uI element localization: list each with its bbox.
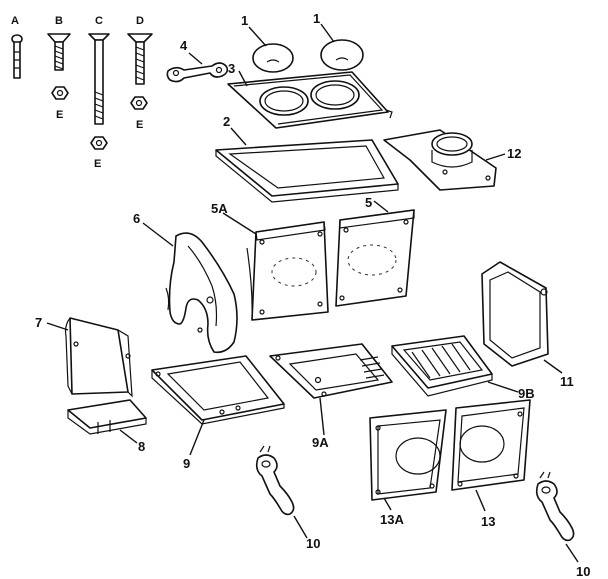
callout-5: 5 xyxy=(365,195,372,210)
part-11-front-frame xyxy=(481,261,549,367)
callout-2: 2 xyxy=(223,114,230,129)
callout-10-right: 10 xyxy=(576,564,590,579)
callout-9A: 9A xyxy=(312,435,329,450)
part-1-lid-right xyxy=(320,39,364,71)
part-6-side-casting xyxy=(165,232,238,354)
part-5A-side-panel xyxy=(246,221,329,321)
label-C: C xyxy=(95,15,103,27)
label-E-3: E xyxy=(136,119,143,131)
label-A: A xyxy=(11,15,19,27)
nut-D xyxy=(130,96,148,110)
part-7-back-panel xyxy=(64,317,133,398)
bolt-C xyxy=(88,33,110,125)
bolt-A xyxy=(11,34,23,79)
callout-1-left: 1 xyxy=(241,13,248,28)
part-2-top-frame xyxy=(215,139,399,203)
callout-1-right: 1 xyxy=(313,11,320,26)
part-13-door xyxy=(451,399,531,491)
part-10-handle-left xyxy=(255,445,295,516)
part-9B-grate xyxy=(391,335,493,397)
callout-8: 8 xyxy=(138,439,145,454)
part-3-cooktop xyxy=(227,71,393,129)
callout-13A: 13A xyxy=(380,512,404,527)
screw-D xyxy=(127,33,153,85)
callout-5A: 5A xyxy=(211,201,228,216)
label-E-2: E xyxy=(94,158,101,170)
part-12-flue-collar xyxy=(383,129,497,191)
part-9-bottom-frame xyxy=(151,355,285,425)
label-E-1: E xyxy=(56,109,63,121)
part-13A-door xyxy=(369,409,447,501)
part-10-handle-right xyxy=(535,471,575,542)
part-1-lid-left xyxy=(252,43,294,73)
callout-7: 7 xyxy=(35,315,42,330)
callout-9: 9 xyxy=(183,456,190,471)
nut-B xyxy=(51,86,69,100)
hardware-group: A B C D E E xyxy=(11,15,153,170)
part-5-side-panel xyxy=(335,209,415,307)
callout-12: 12 xyxy=(507,146,521,161)
screw-B xyxy=(47,33,71,71)
label-D: D xyxy=(136,15,144,27)
callout-6: 6 xyxy=(133,211,140,226)
callout-13: 13 xyxy=(481,514,495,529)
part-8-ash-pan xyxy=(67,399,147,435)
part-4-lid-lifter xyxy=(166,62,229,83)
label-B: B xyxy=(55,15,63,27)
part-9A-grate-frame xyxy=(269,343,393,399)
callout-9B: 9B xyxy=(518,386,535,401)
callout-10-left: 10 xyxy=(306,536,320,551)
callout-4: 4 xyxy=(180,38,188,53)
callout-3: 3 xyxy=(228,61,235,76)
callout-11: 11 xyxy=(560,374,574,389)
nut-C xyxy=(90,136,108,150)
